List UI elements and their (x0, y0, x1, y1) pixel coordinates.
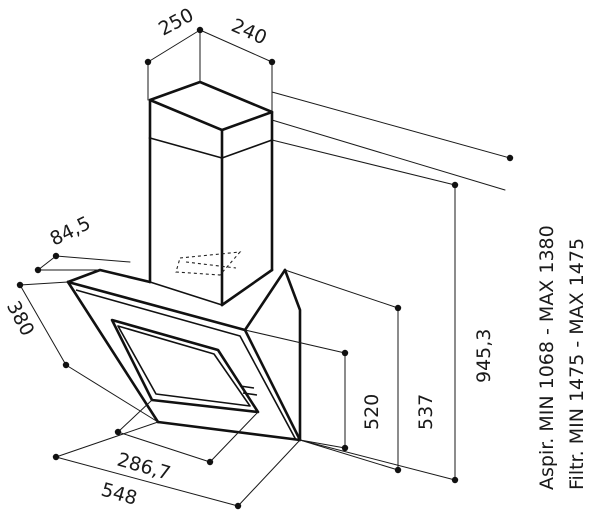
hood-body (66, 268, 302, 442)
dim-height-chimney-start: 537 (415, 394, 437, 430)
dim-width-glass: 286,7 (115, 449, 173, 485)
dim-height-body: 520 (361, 394, 383, 430)
dimension-lines (16, 26, 514, 510)
note-aspiration: Aspir. MIN 1068 - MAX 1380 (536, 225, 558, 490)
dim-top-width: 240 (228, 14, 270, 49)
dim-depth: 380 (2, 297, 38, 339)
dim-glass-offset: 84,5 (47, 212, 95, 250)
chimney (148, 80, 274, 307)
note-filtration: Filtr. MIN 1475 - MAX 1475 (566, 238, 588, 490)
dim-width-total: 548 (99, 479, 140, 510)
dim-height-total: 945,3 (473, 329, 495, 383)
